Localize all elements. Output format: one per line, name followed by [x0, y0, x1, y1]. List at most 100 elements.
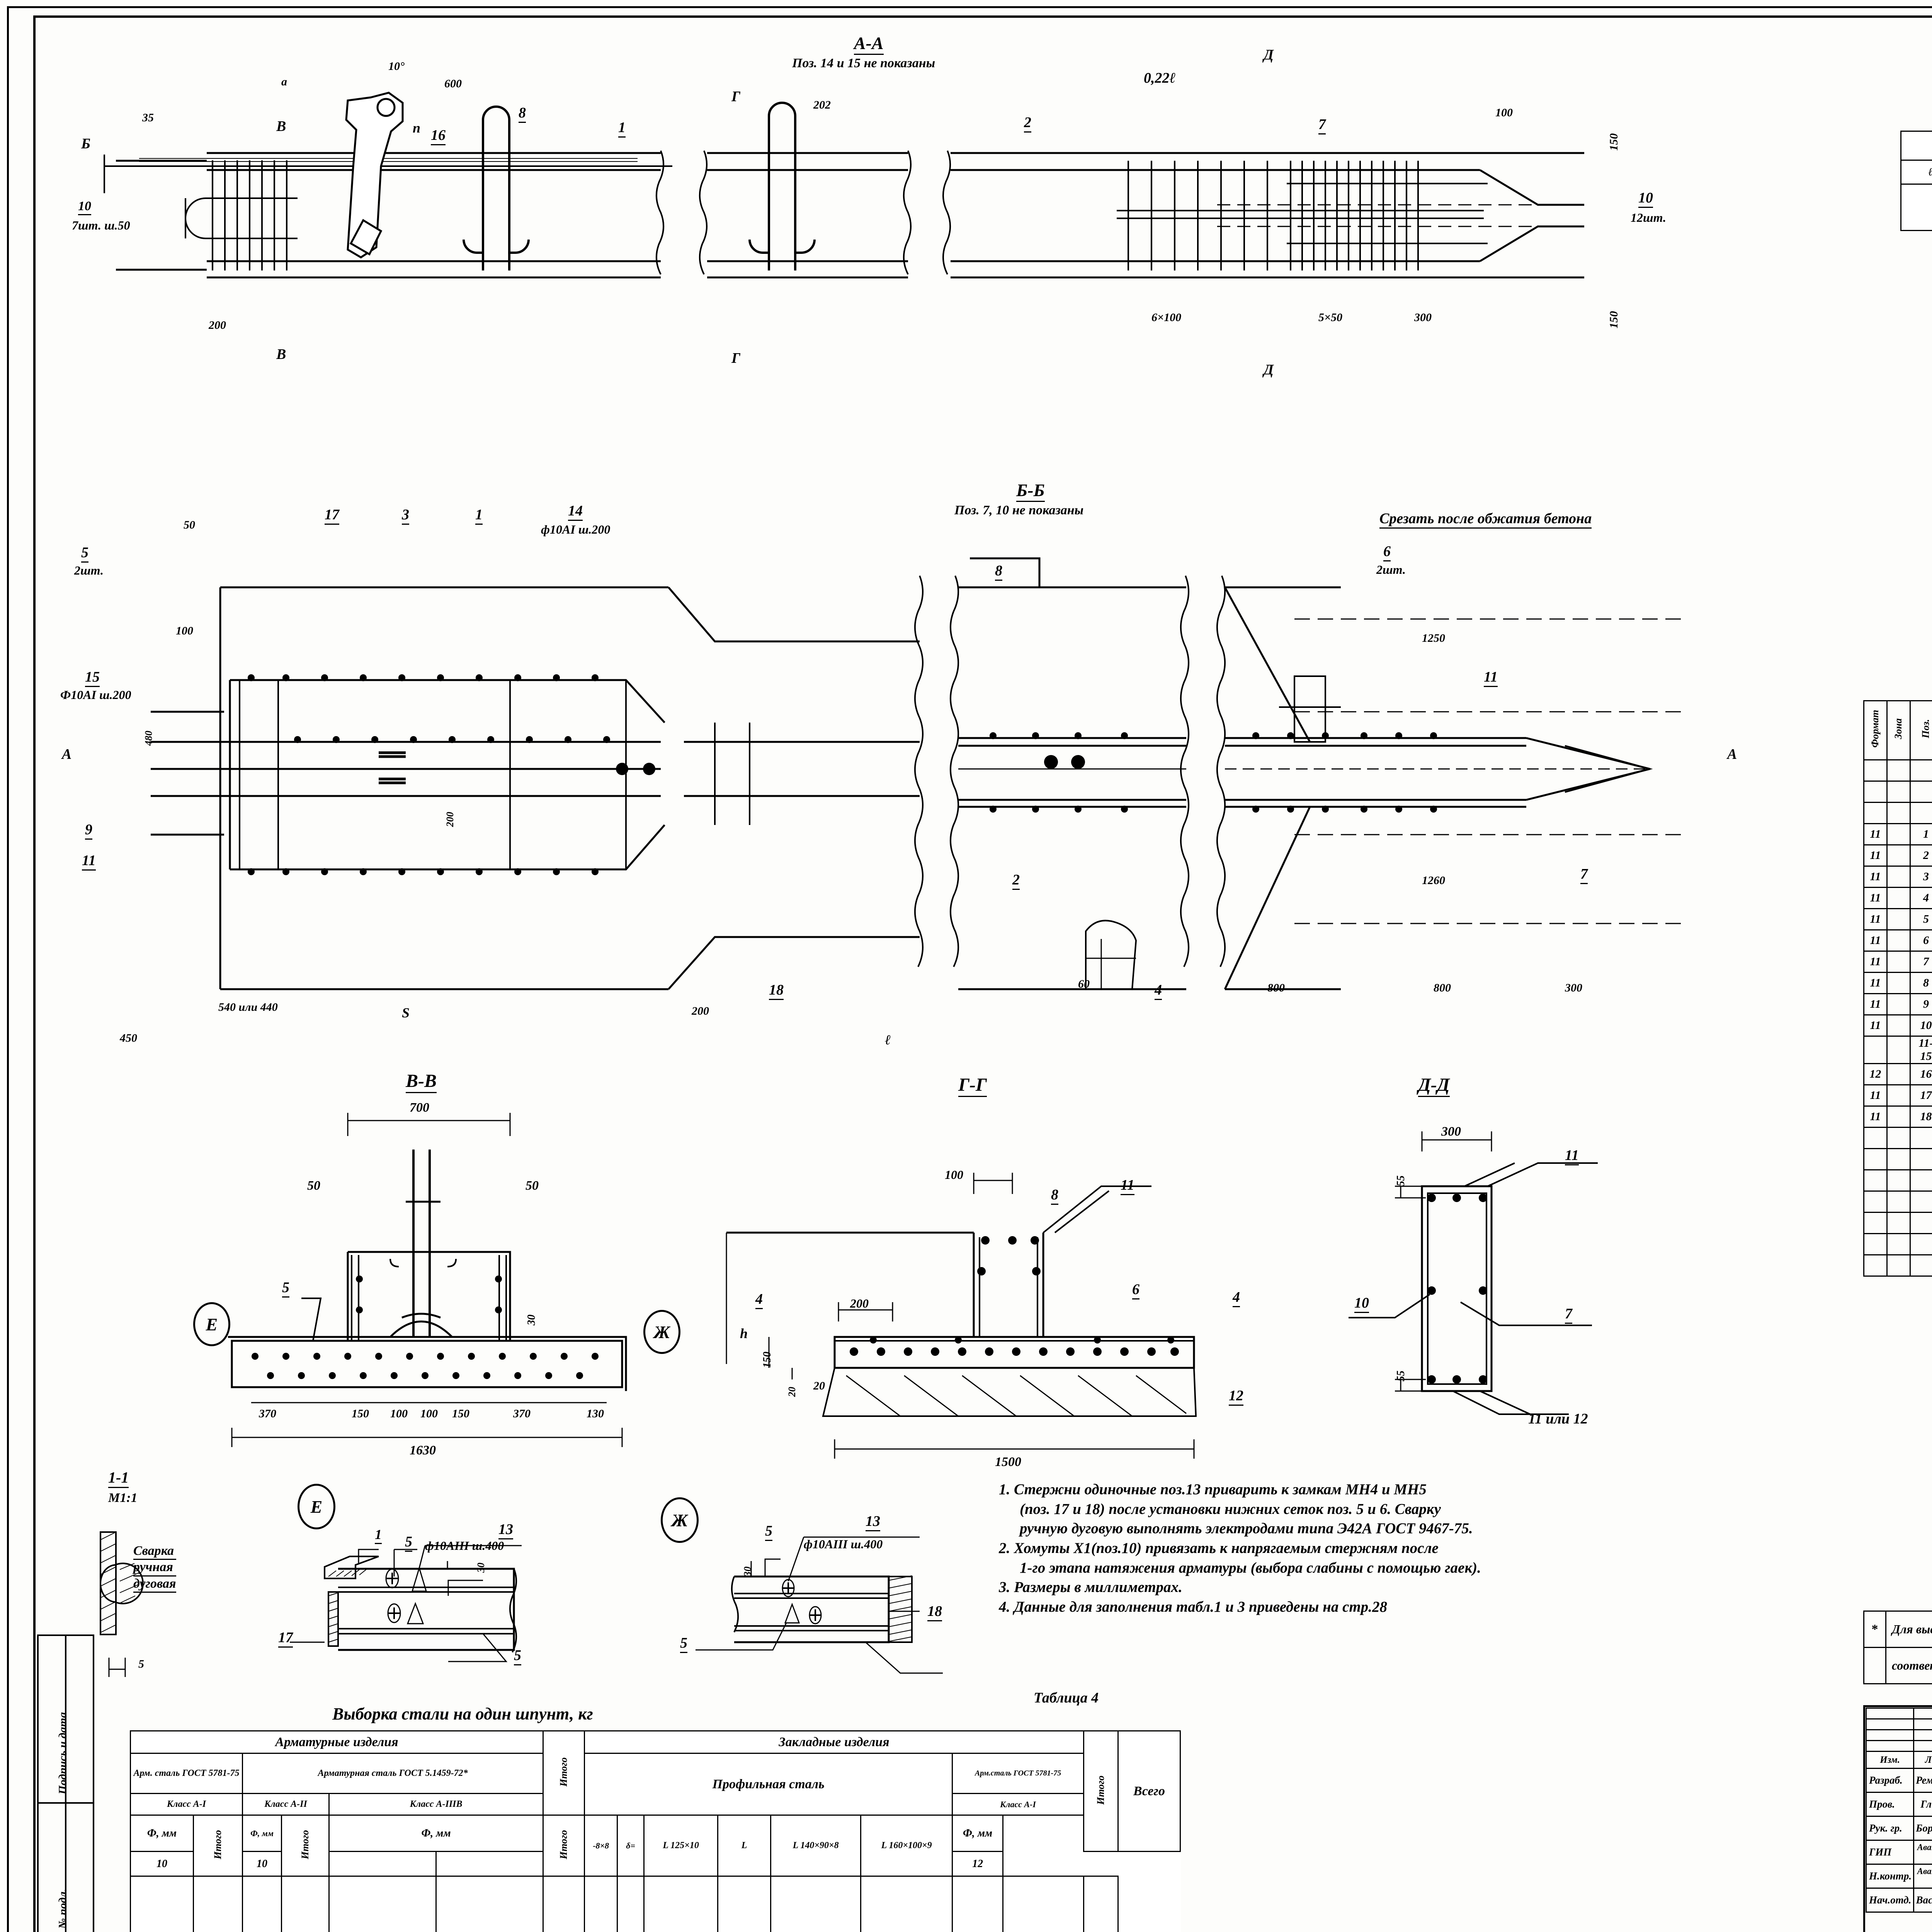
role-3-name: Аванесова И.	[1913, 1840, 1932, 1865]
spec-cell-format: 11	[1863, 887, 1888, 909]
dd-dim-300: 300	[1441, 1124, 1461, 1139]
gg-pos-8: 8	[1051, 1186, 1058, 1205]
bb-pos-8: 8	[995, 562, 1002, 581]
view-section-11: 1-1 М1:1 Сварка ручная дуговая 5	[97, 1468, 274, 1700]
gg-pos-11: 11	[1121, 1177, 1134, 1195]
title-block: 3.505.1-15.1·02000 Изм. Лист № докум. По…	[1863, 1705, 1932, 1932]
aa-pos-8: 8	[519, 104, 526, 123]
spec-cell-format	[1863, 759, 1888, 782]
s11-dim-5: 5	[138, 1658, 144, 1670]
aa-angle-label: 10°	[388, 60, 405, 73]
bb-geometry	[151, 557, 1681, 990]
vv-dim-100a: 100	[390, 1407, 408, 1420]
spec-row: в возрасте 28 днейм³	[1863, 1233, 1932, 1255]
detail-mark-e-label: Е	[206, 1314, 218, 1334]
bb-dim-300: 300	[1565, 981, 1582, 994]
table4-caption: Таблица 4	[1034, 1690, 1099, 1706]
spec-cell-pos: 1	[1909, 823, 1932, 845]
bb-pos-4: 4	[1155, 981, 1162, 1000]
aa-dim-150-bot: 150	[1607, 311, 1620, 328]
spec-row: 1113.505.1-15.3 00010Каркас плоский КР1*	[1863, 823, 1932, 845]
table4-title: Выборка стали на один шпунт, кг	[332, 1704, 593, 1723]
spec-cell-pos: 11-15	[1909, 1036, 1932, 1064]
table4-prof-2: L 125×10	[643, 1815, 719, 1877]
view-vv-title: В-В	[406, 1070, 437, 1093]
table4-itogo-b: Итого	[281, 1815, 330, 1877]
dd-pos-10: 10	[1354, 1294, 1369, 1313]
spec-cell-zone	[1886, 866, 1911, 888]
spec-row: 1183.505.1-15.3 00670Петля монтажная П1-…	[1863, 972, 1932, 994]
aa-pos-7: 7	[1318, 116, 1326, 134]
title-role-row: Разраб. Ремизова 29.08.84	[1865, 1768, 1932, 1793]
aa-pos-10-right: 10	[1638, 189, 1653, 208]
title-role-row: ГИП Аванесова И. 20.11.83	[1865, 1840, 1932, 1865]
bb-pos-6: 6	[1383, 543, 1391, 561]
table1-col-0: ℓ	[1900, 160, 1932, 185]
note-1b: (поз. 17 и 18) после установки нижних се…	[1020, 1500, 1441, 1517]
table4-prof-1: δ=	[617, 1815, 645, 1877]
spec-cell-zone	[1886, 1212, 1911, 1234]
aa-geometry	[104, 92, 1584, 279]
spec-cell-format	[1863, 1190, 1888, 1213]
s11-weld-note: Сварка ручная дуговая	[133, 1544, 176, 1593]
gg-dim-100: 100	[945, 1168, 963, 1182]
spec-row	[1863, 1254, 1932, 1277]
detail-zh-geometry	[696, 1536, 943, 1674]
view-dd-title: Д-Д	[1418, 1074, 1450, 1097]
table4-fmm-4: Ф, мм	[952, 1815, 1004, 1852]
note-2b: 1-го этапа натяжения арматуры (выбора сл…	[1020, 1559, 1481, 1576]
spec-footnote-line2: соответственно заменить каркасами КР3 и …	[1885, 1647, 1932, 1684]
detail-e-pos-13: 13	[498, 1521, 513, 1539]
detail-zh-pos-18: 18	[927, 1603, 942, 1621]
spec-row: 1163.505.1-15.3 00240Сетка арматурная С2…	[1863, 929, 1932, 952]
bb-dim-1250: 1250	[1422, 632, 1445, 645]
table4-group-arm: Арматурные изделия	[129, 1730, 544, 1754]
aa-dim-202: 202	[813, 99, 831, 111]
bb-pos-18: 18	[769, 981, 784, 1000]
view-11-title: 1-1	[108, 1468, 129, 1488]
vv-dim-1630: 1630	[410, 1443, 436, 1458]
view-section-dd: Д-Д	[1298, 1070, 1731, 1427]
gg-dim-150: 150	[761, 1352, 773, 1368]
table4-val-10a: 10	[130, 1851, 194, 1877]
role-5-name: Васильев	[1913, 1888, 1932, 1913]
spec-row: Документация	[1863, 759, 1932, 782]
dd-dim-55a: 55	[1395, 1175, 1407, 1186]
table4-arm-steel-1: Арм. сталь ГОСТ 5781-75	[130, 1753, 243, 1794]
view-11-scale: М1:1	[108, 1491, 138, 1505]
role-1-name: Глинка	[1913, 1792, 1932, 1817]
aa-mark-d-top: Д	[1264, 47, 1274, 63]
spec-cell-format	[1863, 1169, 1888, 1192]
table4-arm-steel-3: Арм.сталь ГОСТ 5781-75	[952, 1753, 1084, 1794]
table4-val-10b: 10	[242, 1851, 282, 1877]
detail-zh-dim-30: 30	[742, 1566, 753, 1577]
vv-pos-5: 5	[282, 1279, 289, 1298]
vv-dim-700: 700	[410, 1100, 429, 1115]
table4-class-a1: Класс А-I	[130, 1793, 243, 1816]
aa-pos-16: 16	[431, 127, 446, 145]
spec-cell-pos	[1909, 1254, 1932, 1277]
spec-cell-pos: 7	[1909, 951, 1932, 973]
bb-dim-60: 60	[1078, 978, 1090, 990]
spec-cell-pos: 10	[1909, 1014, 1932, 1037]
view-bb-title: Б-Б	[1016, 480, 1045, 502]
table4-itogo-1: Итого	[543, 1730, 585, 1816]
spec-cell-format	[1863, 781, 1888, 803]
view-gg-title: Г-Г	[958, 1074, 987, 1097]
detail-zh-pos-5-bot: 5	[680, 1634, 687, 1653]
spec-col-pos: Поз.	[1909, 700, 1932, 760]
bb-pos-15: 15	[85, 668, 100, 687]
detail-zh-pos-13: 13	[866, 1513, 880, 1531]
spec-cell-format	[1863, 1127, 1888, 1149]
bb-pos-3: 3	[402, 506, 409, 525]
detail-e-circle: Е	[298, 1484, 335, 1529]
spec-cell-zone	[1886, 951, 1911, 973]
rev-h-1: Лист	[1913, 1751, 1932, 1769]
aa-pos-10-right-qty: 12шт.	[1631, 211, 1666, 224]
gg-pos-4a: 4	[755, 1291, 763, 1309]
spec-row	[1863, 1148, 1932, 1170]
spec-cell-pos: 5	[1909, 908, 1932, 930]
table4: Арматурные изделия Итого Закладные издел…	[129, 1730, 1181, 1932]
title-role-row: Рук. гр. Борисова 23.10.83	[1865, 1816, 1932, 1841]
bb-dim-540-440: 540 или 440	[218, 1001, 278, 1014]
